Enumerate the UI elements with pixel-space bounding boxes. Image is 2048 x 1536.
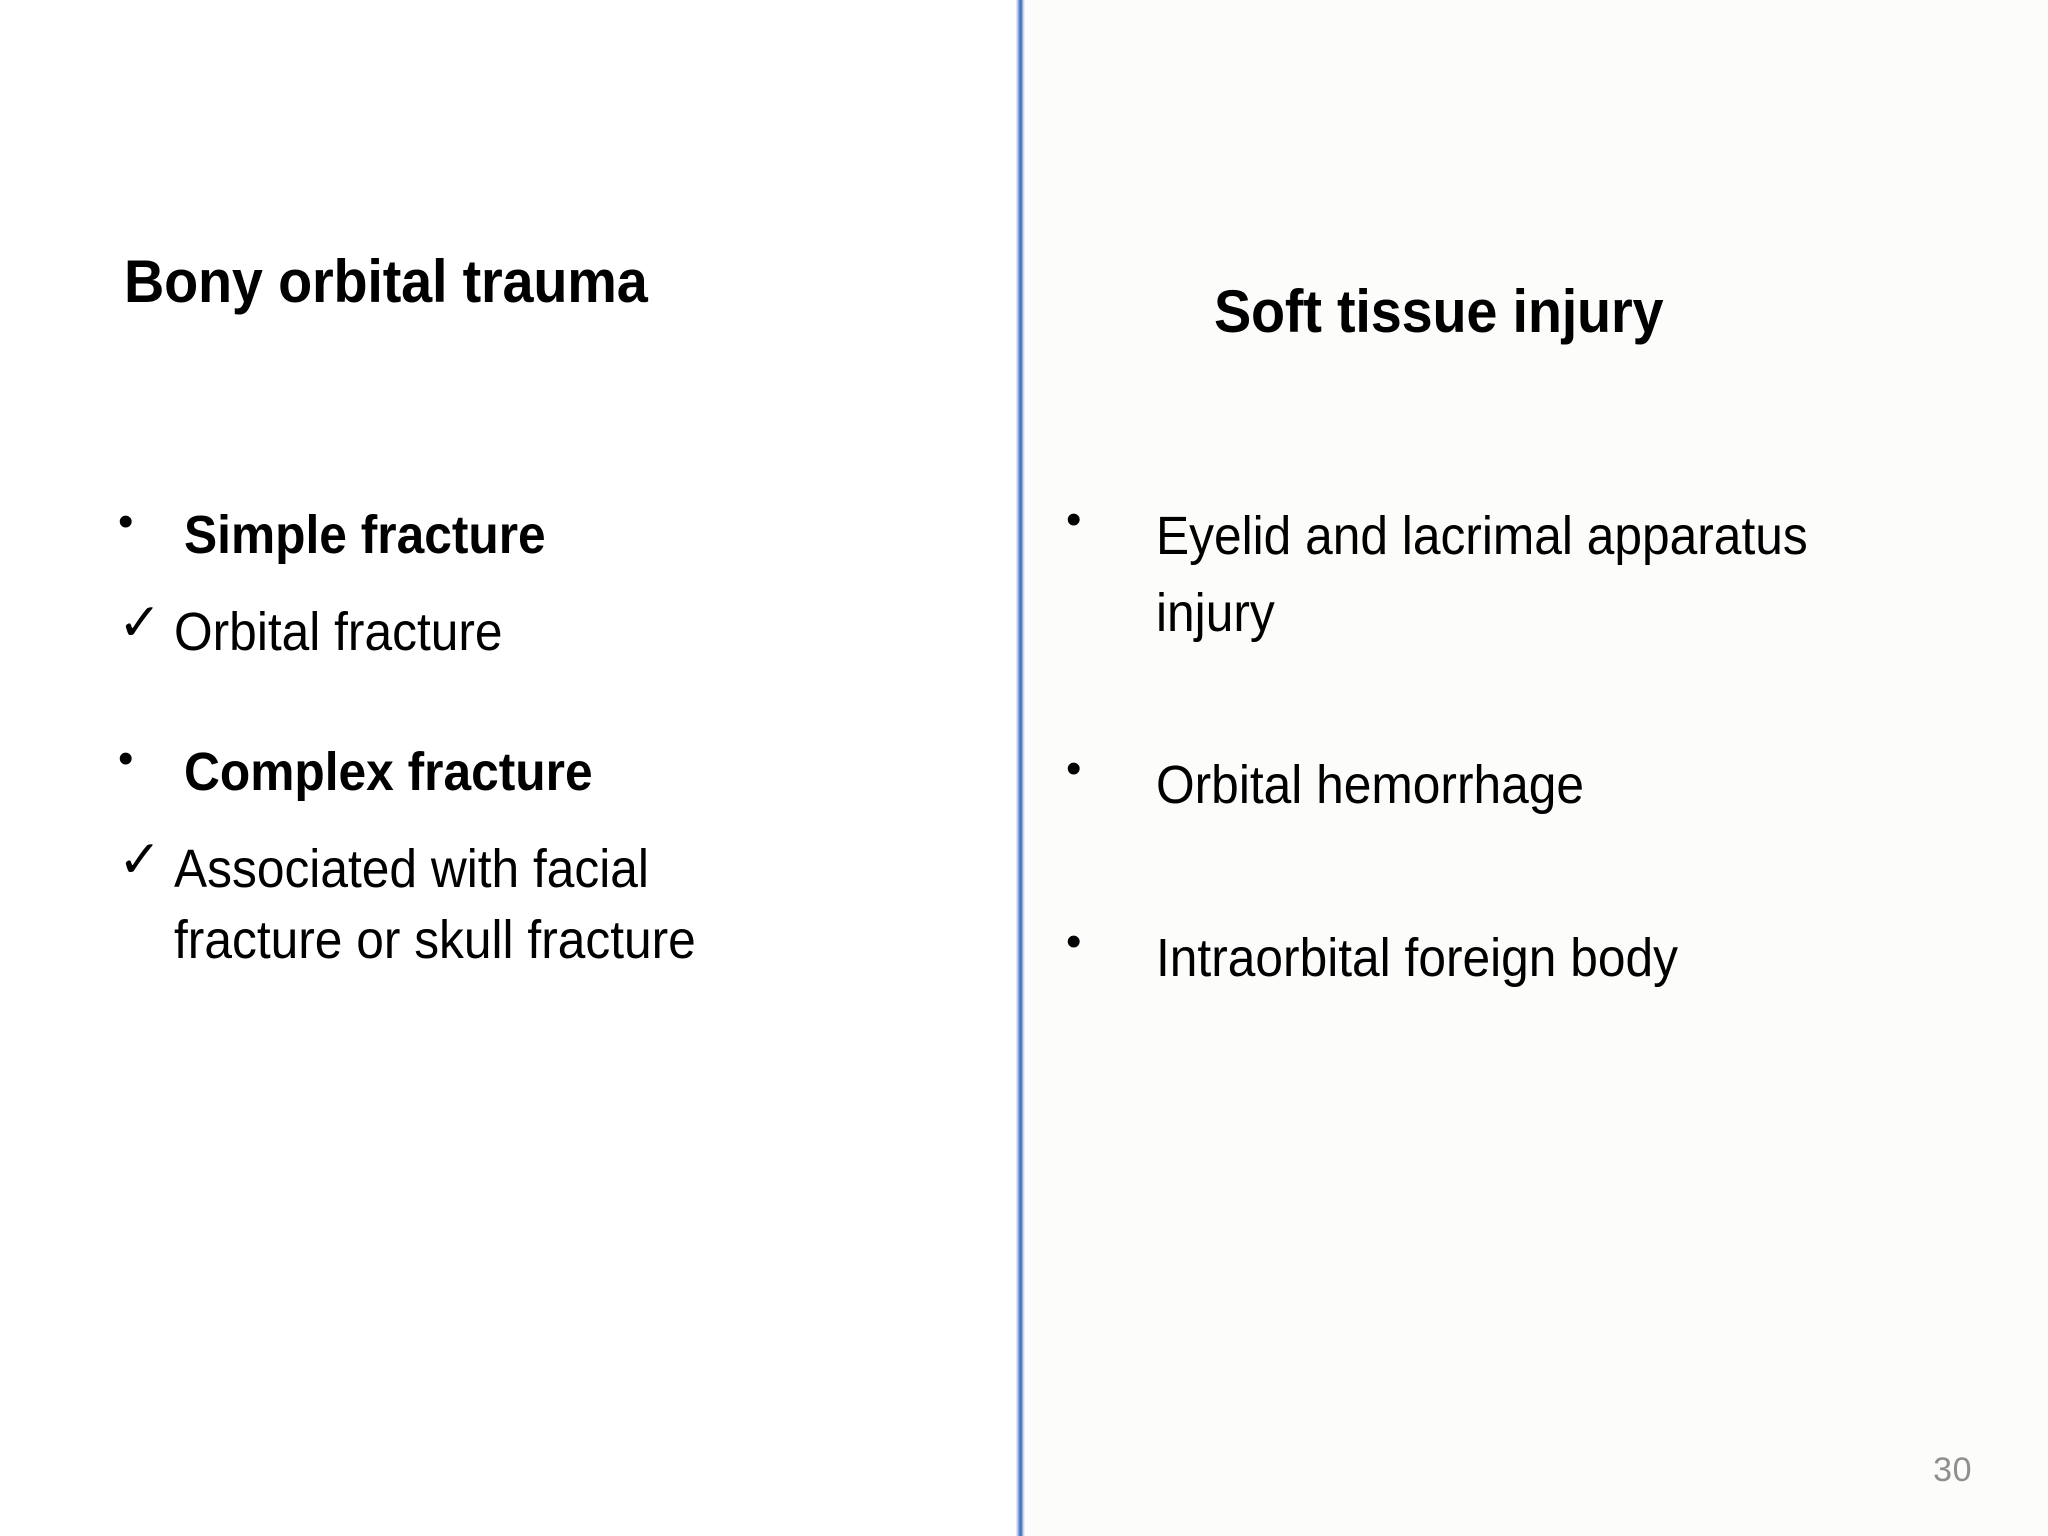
vertical-divider-line [1016, 0, 1025, 1536]
list-item: • Simple fracture [118, 500, 878, 571]
right-bullet-list: • Eyelid and lacrimal apparatus injury •… [1066, 498, 1966, 997]
bullet-dot-icon: • [118, 497, 134, 546]
bullet-dot-icon: • [1066, 917, 1082, 967]
list-item: ✓ Associated with facial fracture or sku… [118, 834, 878, 977]
left-column-heading: Bony orbital trauma [124, 248, 648, 315]
list-item-label: Simple fracture [184, 505, 546, 565]
left-column-panel [0, 0, 1020, 1536]
slide-page-number: 30 [1933, 1451, 1972, 1489]
list-item: • Orbital hemorrhage [1066, 747, 1966, 824]
bullet-dot-icon: • [1066, 495, 1082, 544]
bullet-dot-icon: • [118, 733, 134, 783]
list-item-label: Associated with facial fracture or skull… [174, 838, 696, 971]
left-bullet-list: • Simple fracture ✓ Orbital fracture • C… [118, 500, 878, 1002]
list-item-label: Eyelid and lacrimal apparatus injury [1156, 506, 1808, 643]
list-item-label: Intraorbital foreign body [1156, 928, 1678, 989]
list-item: • Intraorbital foreign body [1066, 920, 1966, 997]
list-item: • Eyelid and lacrimal apparatus injury [1066, 498, 1966, 651]
list-item: • Complex fracture [118, 733, 878, 808]
right-column-heading: Soft tissue injury [1214, 278, 1664, 345]
list-item-label: Complex fracture [184, 741, 593, 802]
list-item-label: Orbital hemorrhage [1156, 755, 1585, 816]
right-column-panel [1026, 0, 2048, 1536]
check-mark-icon: ✓ [118, 594, 162, 653]
list-item-label: Orbital fracture [174, 602, 503, 663]
check-mark-icon: ✓ [118, 830, 162, 889]
bullet-dot-icon: • [1066, 744, 1082, 794]
list-item: ✓ Orbital fracture [118, 597, 878, 668]
